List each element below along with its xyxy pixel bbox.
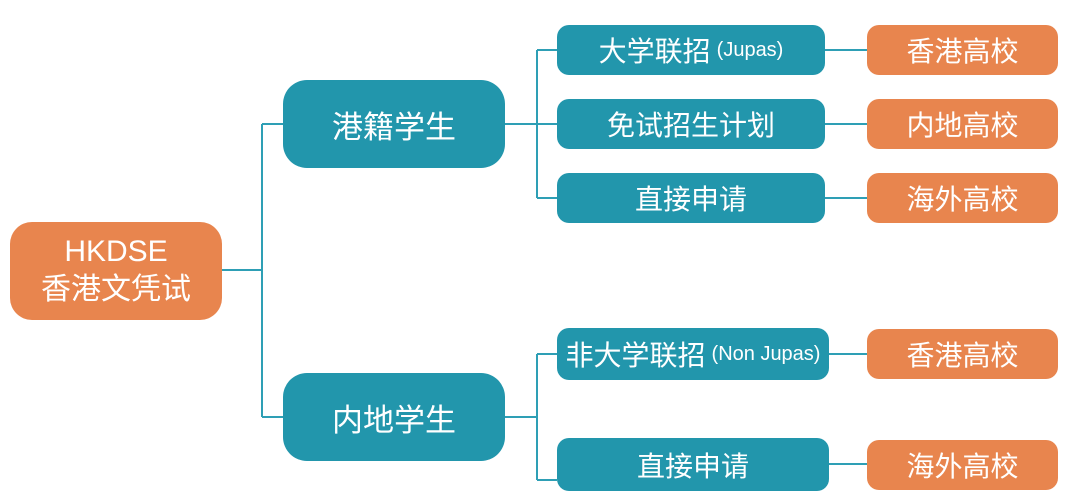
pathway-note: (Non Jupas)	[711, 342, 821, 365]
pathway-label: 直接申请	[636, 450, 749, 482]
node-pathway-direct-application-ml: 直接申请	[557, 438, 829, 491]
pathway-label: 直接申请	[634, 184, 747, 215]
node-pathway-exam-free-admission: 免试招生计划	[557, 99, 825, 149]
node-dest-overseas-universities: 海外高校	[867, 173, 1058, 223]
node-dest-mainland-universities: 内地高校	[867, 99, 1058, 149]
branch-label: 内地学生	[332, 402, 456, 438]
node-branch-mainland-students: 内地学生	[283, 373, 505, 461]
node-dest-hk-universities-2: 香港高校	[867, 329, 1058, 379]
node-pathway-non-jupas: 非大学联招 (Non Jupas)	[557, 328, 829, 380]
dest-label: 香港高校	[906, 36, 1019, 67]
pathway-label: 免试招生计划	[606, 110, 775, 141]
dest-label: 海外高校	[906, 184, 1019, 215]
node-pathway-direct-application-hk: 直接申请	[557, 173, 825, 223]
pathway-label: 大学联招	[598, 36, 711, 67]
branch-label: 港籍学生	[332, 109, 456, 145]
node-dest-overseas-universities-2: 海外高校	[867, 440, 1058, 490]
root-title-line1: HKDSE	[64, 235, 168, 268]
root-title-line2: 香港文凭试	[41, 273, 191, 306]
dest-label: 内地高校	[906, 110, 1019, 141]
node-branch-hk-students: 港籍学生	[283, 80, 505, 168]
dest-label: 海外高校	[906, 451, 1019, 482]
node-dest-hk-universities: 香港高校	[867, 25, 1058, 75]
pathway-label: 非大学联招	[565, 340, 706, 371]
dest-label: 香港高校	[906, 340, 1019, 371]
node-pathway-jupas: 大学联招 (Jupas)	[557, 25, 825, 75]
pathway-note: (Jupas)	[716, 38, 784, 61]
node-root-hkdse: HKDSE 香港文凭试	[10, 222, 222, 320]
